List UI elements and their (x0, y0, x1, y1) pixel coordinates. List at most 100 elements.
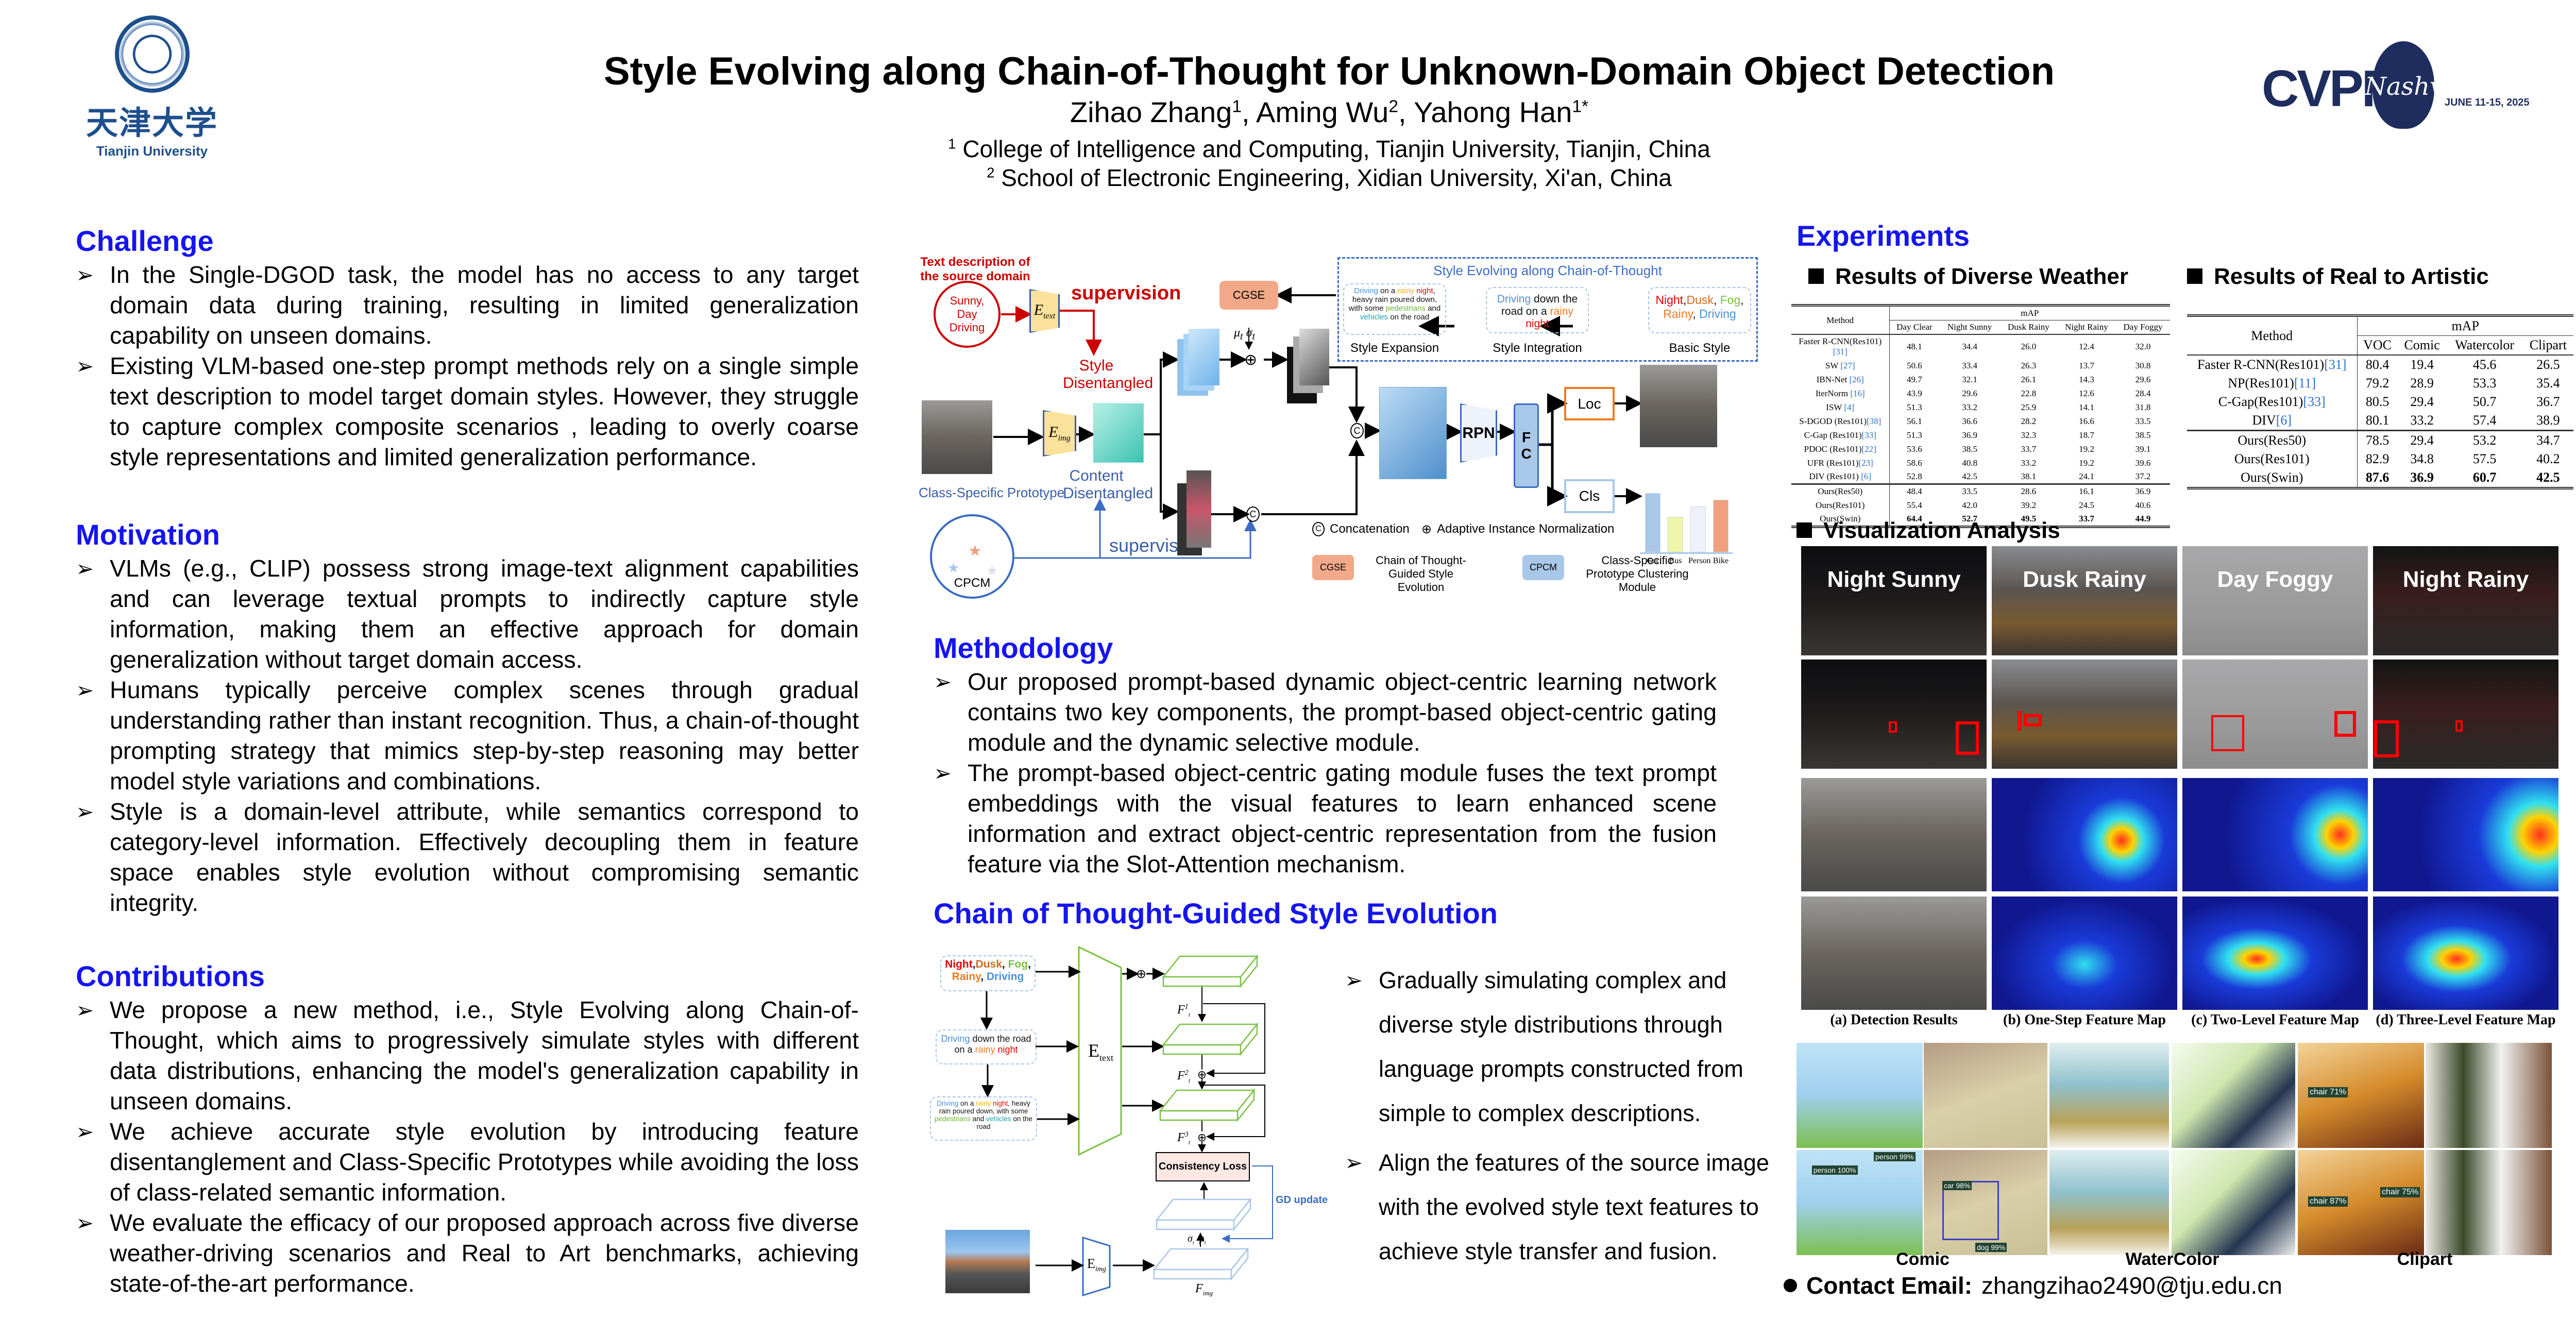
method-cell: IBN-Net [26] (1791, 373, 1889, 386)
feature-caption-b: (b) One-Step Feature Map (2003, 1012, 2166, 1028)
citation-link[interactable]: [33] (2303, 394, 2326, 409)
method-cell: Ours(Res101) (2234, 451, 2310, 466)
comic-image (1924, 1043, 2047, 1148)
value-cell: 24.1 (2079, 471, 2094, 481)
method-cell: Faster R-CNN(Res101) [31] (1791, 334, 1889, 359)
citation-link[interactable]: [16] (1850, 388, 1865, 398)
feature-symbol: F (1177, 1131, 1185, 1144)
legend-label: Adaptive Instance Normalization (1437, 522, 1615, 536)
cot-feature-label-3: F3t (1177, 1130, 1190, 1146)
logo-chinese-text: 天津大学 (86, 104, 218, 142)
watercolor-detection-image (2172, 1150, 2295, 1255)
prompt-word: and (970, 1115, 986, 1123)
square-bullet-icon (1797, 522, 1812, 538)
ours-detection-dusk-rainy (1992, 660, 2177, 769)
value-cell: 25.9 (2021, 402, 2037, 412)
citation-link[interactable]: [23] (1858, 458, 1873, 468)
three-level-feature-map (2373, 897, 2558, 1010)
ours-detection-day-foggy (2182, 660, 2368, 769)
method-cell: NP(Res101)[11] (2187, 374, 2357, 393)
citation-link[interactable]: [6] (1861, 471, 1872, 481)
style-disentangled-label: Style Disentangled (1063, 357, 1154, 392)
bullet-item: We propose a new method, i.e., Style Evo… (76, 995, 859, 1117)
bar-label-person: Person (1688, 556, 1711, 565)
citation-link[interactable]: [11] (2294, 376, 2316, 391)
value-cell: 55.4 (1889, 498, 1940, 512)
bullet-item: Style is a domain-level attribute, while… (76, 797, 859, 918)
method-name: DIV (2252, 413, 2276, 428)
citation-link[interactable]: [31] (1833, 347, 1848, 357)
value-cell: 87.6 (2357, 468, 2398, 488)
citation-link[interactable]: [4] (1844, 402, 1855, 412)
column-group-header: mAP (1889, 305, 2170, 320)
cot-text-encoder-label: Etext (1088, 1040, 1113, 1063)
value-cell: 50.7 (2472, 394, 2497, 409)
prompt-word: rainy (1397, 286, 1414, 295)
value-cell: 36.7 (2536, 394, 2560, 409)
value-cell: 36.9 (1962, 430, 1977, 440)
class-score-bars: Car Bus Person Bike (1640, 479, 1733, 565)
cot-connectors: ⊕ ⊕ ⊕ (980, 945, 1273, 1297)
rpn-label: RPN (1462, 424, 1495, 442)
prompt-word: pedestrians (1385, 304, 1426, 313)
source-domain-text: Sunny, Day Driving (949, 294, 985, 334)
method-name: DIV (Res101) (1809, 471, 1861, 481)
citation-link[interactable]: [22] (1861, 444, 1876, 454)
method-name: IterNorm (1815, 388, 1851, 398)
prompt-word: rainy (975, 1100, 991, 1107)
scene-image-night-rainy: Night Rainy (2373, 546, 2558, 655)
value-cell: 52.7 (1962, 514, 1977, 523)
method-name: IBN-Net (1816, 374, 1850, 384)
value-cell: 42.5 (1962, 471, 1977, 481)
cot-image-encoder-label: Eimg (1087, 1256, 1106, 1274)
prompt-word: Night (945, 958, 973, 970)
adain-symbol-icon: ⊕ (1421, 522, 1432, 536)
citation-link[interactable]: [38] (1866, 416, 1882, 426)
bullet-dot-icon (1784, 1279, 1797, 1292)
prompt-word: on a (958, 1100, 976, 1107)
prompt-word: , (1713, 293, 1720, 307)
scene-image-day-foggy: Day Foggy (2182, 546, 2368, 655)
citation-link[interactable]: [26] (1849, 374, 1864, 384)
method-cell: S-DGOD (Res101)[38] (1791, 414, 1889, 428)
citation-link[interactable]: [31] (2324, 357, 2347, 372)
method-name: S-DGOD (Res101) (1799, 416, 1867, 426)
one-step-feature-map (1992, 897, 2177, 1010)
value-cell: 80.1 (2357, 411, 2398, 431)
cvpr-logo: CVPR Nashville JUNE 11-15, 2025 (2262, 36, 2550, 134)
contact-email[interactable]: zhangzihao2490@tju.edu.cn (1981, 1272, 2282, 1299)
prompt-word: on a (1378, 286, 1398, 295)
value-cell: 36.9 (2135, 486, 2151, 496)
cvpr-logo-dates: JUNE 11-15, 2025 (2445, 97, 2530, 109)
method-name: SW (1825, 360, 1841, 370)
cot-feature-label-2: F2t (1177, 1069, 1190, 1085)
experiments-heading: Experiments (1797, 219, 1970, 252)
loc-head: Loc (1564, 387, 1615, 420)
value-cell: 34.8 (2410, 451, 2434, 466)
value-cell: 57.5 (2472, 451, 2497, 466)
citation-link[interactable]: [6] (2276, 413, 2292, 428)
motivation-section: Motivation VLMs (e.g., CLIP) possess str… (76, 518, 859, 918)
method-cell: ISW [4] (1791, 400, 1889, 414)
bullet-item: The prompt-based object-centric gating m… (934, 758, 1717, 880)
prompt-word: rainy (975, 1044, 995, 1055)
class-score-bar (1645, 493, 1660, 552)
fused-feature-cube (1379, 387, 1447, 479)
citation-link[interactable]: [33] (1861, 430, 1876, 440)
ours-detection-night-sunny (1801, 660, 1987, 769)
prompt-word: Night (1655, 293, 1684, 307)
value-cell: 26.1 (2021, 374, 2037, 384)
loc-label: Loc (1578, 395, 1601, 412)
mu-symbol: μ (1234, 326, 1241, 340)
value-cell: 14.3 (2079, 374, 2094, 384)
sigma-symbol: σ (1246, 326, 1252, 340)
bullet-item: We achieve accurate style evolution by i… (76, 1117, 859, 1208)
bullet-item: Our proposed prompt-based dynamic object… (934, 667, 1717, 758)
value-cell: 38.5 (2135, 430, 2151, 440)
value-cell: 43.9 (1889, 386, 1940, 400)
citation-link[interactable]: [27] (1840, 360, 1855, 370)
mu-symbol: μ (1199, 1233, 1205, 1244)
